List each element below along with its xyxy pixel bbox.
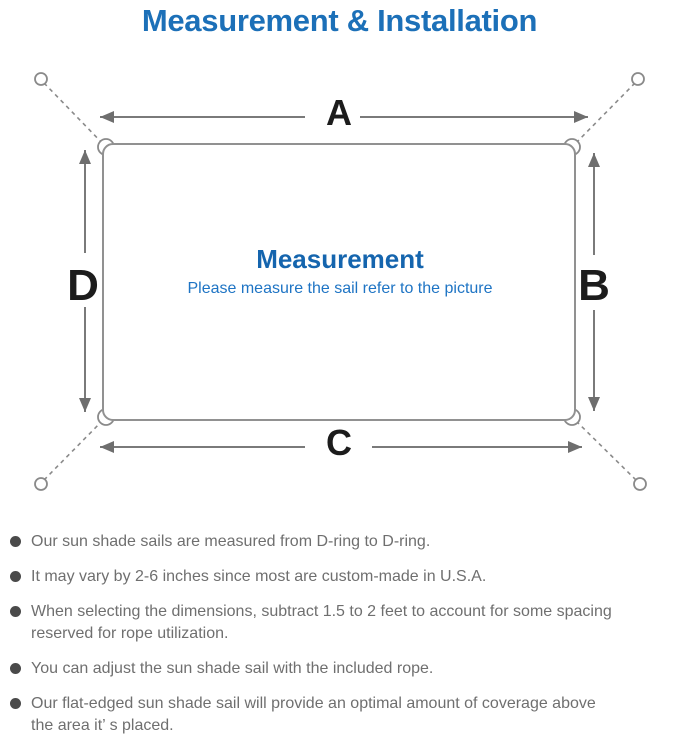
anchor-point-bottom-left	[34, 477, 48, 491]
guy-line-top-left	[43, 82, 107, 148]
anchor-point-top-right	[631, 72, 645, 86]
dim-label-c: C	[326, 422, 352, 463]
bullet-icon	[10, 606, 21, 617]
page-title: Measurement & Installation	[141, 3, 538, 38]
measurement-diagram: A B C D Measurement Please measure the s…	[34, 72, 647, 491]
guy-line-top-right	[571, 82, 636, 148]
notes-list: Our sun shade sails are measured from D-…	[10, 531, 675, 739]
list-item: You can adjust the sun shade sail with t…	[10, 658, 675, 680]
center-subtitle: Please measure the sail refer to the pic…	[187, 280, 492, 297]
anchor-point-top-left	[34, 72, 48, 86]
dim-label-a: A	[326, 92, 352, 133]
dim-label-b: B	[578, 261, 610, 310]
list-item: It may vary by 2-6 inches since most are…	[10, 566, 675, 588]
sail-outline	[102, 143, 576, 421]
bullet-icon	[10, 536, 21, 547]
center-heading: Measurement	[256, 244, 424, 274]
bullet-icon	[10, 698, 21, 709]
bullet-icon	[10, 571, 21, 582]
note-text: You can adjust the sun shade sail with t…	[31, 660, 434, 677]
list-item: Our sun shade sails are measured from D-…	[10, 531, 675, 553]
guy-line-bottom-right	[571, 416, 637, 481]
note-text: When selecting the dimensions, subtract …	[31, 603, 612, 642]
note-text: Our sun shade sails are measured from D-…	[31, 533, 431, 550]
anchor-point-bottom-right	[633, 477, 647, 491]
list-item: Our flat-edged sun shade sail will provi…	[10, 693, 675, 737]
dim-label-d: D	[67, 261, 99, 310]
note-text: It may vary by 2-6 inches since most are…	[31, 568, 487, 585]
list-item: When selecting the dimensions, subtract …	[10, 601, 675, 645]
note-text: Our flat-edged sun shade sail will provi…	[31, 695, 596, 734]
guy-line-bottom-left	[43, 416, 107, 481]
bullet-icon	[10, 663, 21, 674]
